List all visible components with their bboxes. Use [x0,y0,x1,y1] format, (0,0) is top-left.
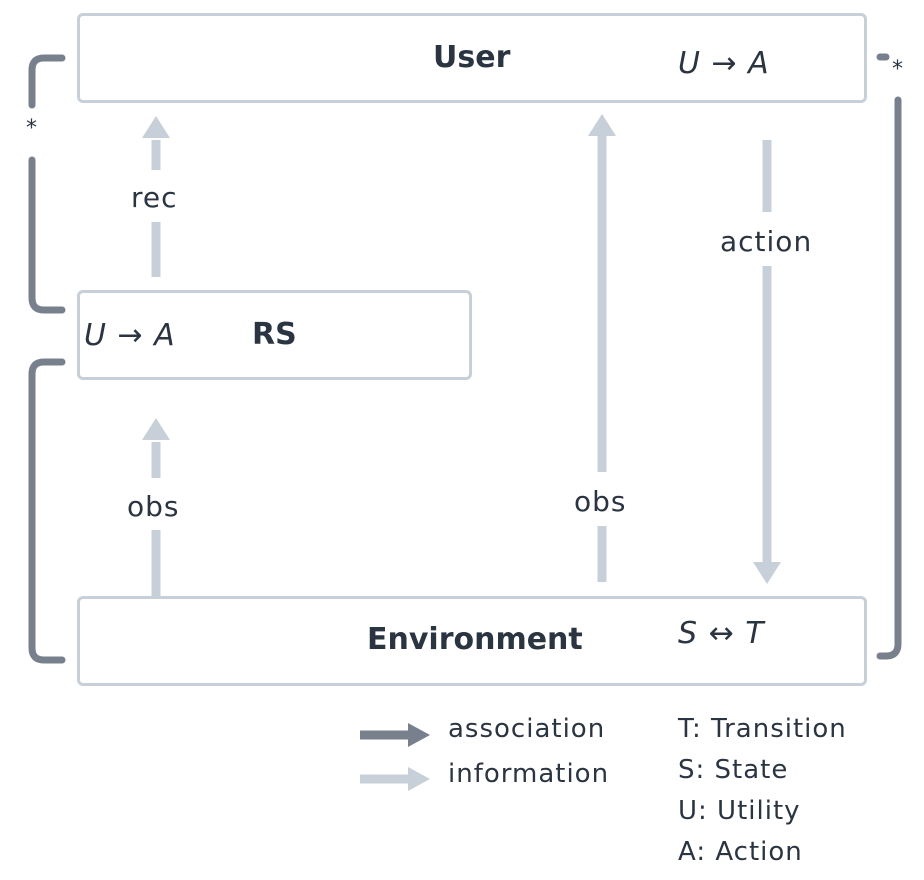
action-arrow-head [753,562,781,584]
legend-association-arrow [360,723,430,747]
action-edge-label: action [720,225,813,258]
obs-to-rs-edge-label: obs [127,490,180,523]
user-node-label: User [433,40,511,75]
rec-edge-label: rec [131,181,178,214]
association-bracket-user-rs-top [28,54,66,109]
rs-node-label: RS [252,317,297,352]
association-bracket-user-rs-bottom [28,156,66,314]
environment-node-label: Environment [367,622,583,657]
key-item-transition: T: Transition [678,714,847,744]
legend-information-label: information [448,759,610,789]
environment-node-formula: S ↔ T [678,616,765,651]
key-item-state: S: State [678,755,789,785]
rs-node [77,290,472,380]
association-bracket-rs-env [28,358,66,664]
rec-arrow-head [142,116,170,138]
obs-to-user-edge-label: obs [574,485,627,518]
environment-node [77,596,867,686]
user-node [77,13,867,103]
user-node-formula: U → A [678,46,770,81]
obs-user-arrow-head [588,114,616,136]
multiplicity-left-star: * [26,116,37,141]
multiplicity-right-star: * [892,57,903,82]
rs-node-formula: U → A [84,318,176,353]
key-item-action: A: Action [678,837,803,867]
key-item-utility: U: Utility [678,796,801,826]
association-bracket-user-env [876,96,902,660]
legend-association-label: association [448,714,606,744]
obs-rs-arrow-head [142,418,170,440]
legend-information-arrow [360,767,430,791]
